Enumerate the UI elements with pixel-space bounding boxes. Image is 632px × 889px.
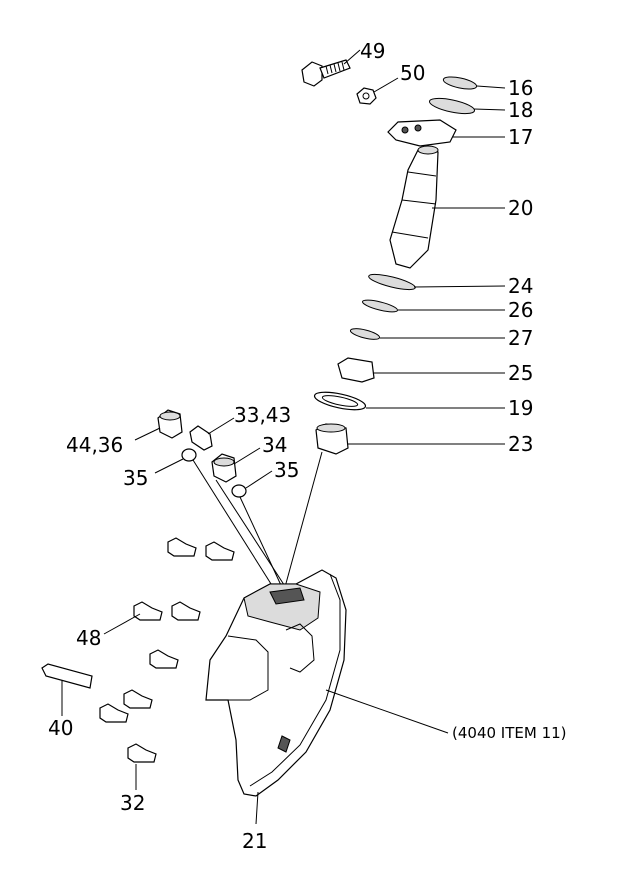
- seal-part-19: [313, 391, 505, 411]
- label-34: 34: [262, 433, 287, 457]
- bushing-part-25: [337, 357, 505, 383]
- bushing-part-23: [281, 423, 505, 599]
- label-16: 16: [508, 76, 533, 100]
- fitting-part-44-36: [134, 409, 183, 441]
- fitting-part-34: [211, 447, 261, 483]
- label-20: 20: [508, 196, 533, 220]
- label-44-36: 44,36: [66, 433, 123, 457]
- fitting-part-32: [127, 743, 157, 790]
- label-33-43: 33,43: [234, 403, 291, 427]
- fittings-part-48: [103, 537, 235, 669]
- bracket-part-17: [387, 119, 505, 147]
- label-17: 17: [508, 125, 533, 149]
- label-reference: (4040 ITEM 11): [452, 724, 567, 742]
- pin-part-40: [41, 663, 93, 716]
- label-40: 40: [48, 716, 73, 740]
- ring-part-27: [349, 328, 505, 340]
- label-48: 48: [76, 626, 101, 650]
- shaft-part-20: [389, 145, 505, 269]
- label-24: 24: [508, 274, 533, 298]
- label-19: 19: [508, 396, 533, 420]
- label-50: 50: [400, 61, 425, 85]
- label-27: 27: [508, 326, 533, 350]
- oring-part-35-right: [215, 470, 291, 597]
- ring-part-24: [368, 273, 506, 291]
- label-35-left: 35: [123, 466, 148, 490]
- label-23: 23: [508, 432, 533, 456]
- ring-part-26: [362, 299, 505, 313]
- bearing-part-18: [428, 97, 506, 115]
- label-21: 21: [242, 829, 267, 853]
- label-26: 26: [508, 298, 533, 322]
- bolt-part-49: [301, 59, 351, 87]
- label-49: 49: [360, 39, 385, 63]
- label-25: 25: [508, 361, 533, 385]
- oring-part-35-left: [154, 448, 279, 596]
- nut-part-50: [356, 77, 399, 105]
- label-35-right: 35: [274, 458, 299, 482]
- fittings-lower: [99, 689, 153, 723]
- label-32: 32: [120, 791, 145, 815]
- washer-part-16: [442, 76, 506, 90]
- housing-part-21: [205, 569, 449, 825]
- fitting-part-33-43: [189, 417, 235, 451]
- label-18: 18: [508, 98, 533, 122]
